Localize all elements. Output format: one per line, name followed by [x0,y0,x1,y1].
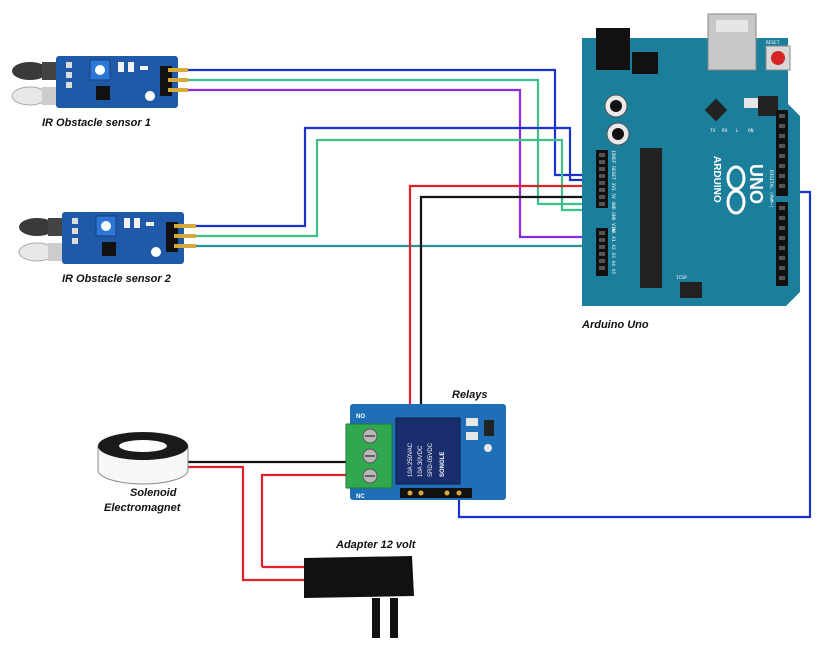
relay-rating-2: 10A 30VDC [418,445,424,477]
wire-s1-purple [188,88,598,239]
digital-label: DIGITAL (PWM~) [768,170,774,208]
icsp-header-top [758,96,778,116]
arduino-wordmark: ARDUINO [711,156,722,203]
wire-s1-blue [188,68,598,177]
icsp-header-bottom [680,282,702,298]
uno-wordmark: UNO [746,164,766,204]
arduino-label: Arduino Uno [581,319,649,331]
arduino-logo: ARDUINO UNO [711,156,766,215]
wire-relay-red [408,184,598,495]
power-jack [596,28,630,70]
ir-sensor-2: IR Obstacle sensor 2 [18,212,196,285]
relay-rating-1: 10A 250VAC [408,442,414,477]
relay-pin-header [400,488,472,498]
power-adapter: Adapter 12 volt [304,539,417,638]
ir1-label: IR Obstacle sensor 1 [42,117,151,129]
solenoid-label-2: Electromagnet [104,502,182,514]
wire-adapter-red [260,473,355,567]
relays-label: Relays [452,389,487,401]
relay-module: NO NC 10A 250VAC 10A 30VDC SRD-05VDC SON… [345,389,506,500]
ir1-receiver-led [12,62,48,80]
on-label: ON [748,128,754,134]
ir1-pcb [56,56,178,108]
wire-relay-black [419,195,598,495]
ir2-label: IR Obstacle sensor 2 [62,273,171,285]
digital-header-pins [779,114,785,280]
digital-header-2 [776,202,788,286]
reset-button-cap[interactable] [771,51,785,65]
digital-header-1 [776,110,788,196]
adapter-body [304,556,414,598]
wire-solenoid-red [188,465,305,582]
ir2-pcb [62,212,184,264]
ir2-receiver-led [19,218,55,236]
l-label: L [736,128,739,134]
power-header-label: IOREF RESET 3V3 5V GND GND VIN [610,150,616,232]
solenoid: Solenoid Electromagnet [97,432,189,514]
wire-s2-blue [196,126,598,228]
wire-s1-green [188,78,598,206]
relay-nc-label: NC [356,494,365,500]
tx-label: TX [710,128,716,134]
arduino-uno: RESET ICSP TX RX L ON ARDUINO UNO [581,13,800,331]
analog-header-label: A0 A1 A2 A3 A4 A5 [610,228,616,274]
usb-chip [704,98,728,122]
solenoid-label-1: Solenoid [130,487,177,499]
adapter-label: Adapter 12 volt [335,539,417,551]
reset-label: RESET [766,40,780,46]
relay-cube [395,417,461,485]
rx-label: RX [722,128,728,134]
relay-brand: SONGLE [440,452,446,477]
ir1-chip [96,86,110,100]
relay-no-label: NO [356,414,365,420]
wire-s2-green [196,138,598,238]
wires [188,68,812,582]
relay-rating-3: SRD-05VDC [428,442,434,477]
voltage-regulator [632,52,658,74]
ir2-chip [102,242,116,256]
ir-sensor-1: IR Obstacle sensor 1 [11,56,188,129]
icsp-label: ICSP [676,275,687,281]
power-header [596,150,608,208]
atmega-chip [640,148,662,288]
wire-relay-signal [457,190,812,519]
adapter-prong-2 [390,598,398,638]
power-header-pins [599,153,605,270]
adapter-prong-1 [372,598,380,638]
